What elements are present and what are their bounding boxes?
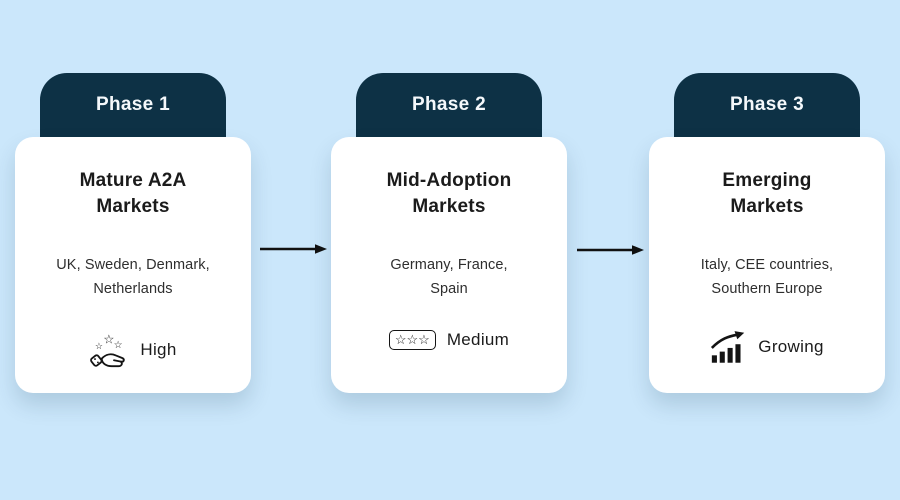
markets-line2: Southern Europe <box>711 281 823 297</box>
phase-tab-label: Phase 1 <box>96 94 170 115</box>
adoption-level-label: High <box>140 340 177 359</box>
svg-text:☆: ☆ <box>114 340 123 351</box>
markets-line1: UK, Sweden, Denmark, <box>56 257 210 273</box>
adoption-level-label: Medium <box>446 330 510 349</box>
card-title: Mid-Adoption Markets <box>331 168 567 220</box>
phase-card-1: Mature A2A Markets UK, Sweden, Denmark, … <box>15 137 251 393</box>
markets-list: Italy, CEE countries, Southern Europe <box>649 253 885 301</box>
adoption-row: ☆☆☆ Medium <box>331 330 567 350</box>
markets-list: UK, Sweden, Denmark, Netherlands <box>15 253 251 301</box>
phase-tab-label: Phase 2 <box>412 94 486 115</box>
card-title-line2: Markets <box>730 196 804 217</box>
markets-line1: Italy, CEE countries, <box>700 257 834 273</box>
three-stars-glyphs: ☆☆☆ <box>394 332 430 347</box>
svg-text:☆: ☆ <box>104 332 115 347</box>
markets-line2: Spain <box>430 281 468 297</box>
card-title-line1: Mid-Adoption <box>386 170 512 191</box>
adoption-row: Growing <box>649 330 885 364</box>
adoption-level-label: Growing <box>758 337 824 356</box>
card-title: Mature A2A Markets <box>15 168 251 220</box>
phase-card-2: Mid-Adoption Markets Germany, France, Sp… <box>331 137 567 393</box>
three-stars-icon: ☆☆☆ <box>388 330 436 350</box>
flow-arrow-icon <box>258 242 328 261</box>
phase-card-3: Emerging Markets Italy, CEE countries, S… <box>649 137 885 393</box>
markets-line2: Netherlands <box>93 281 173 297</box>
card-title-line1: Mature A2A <box>79 170 187 191</box>
flow-arrow-icon <box>575 243 645 262</box>
phase-tab-label: Phase 3 <box>730 94 804 115</box>
growth-chart-icon <box>711 331 745 363</box>
adoption-row: ☆ ☆ ☆ High <box>15 330 251 370</box>
card-title-line2: Markets <box>96 196 170 217</box>
markets-list: Germany, France, Spain <box>331 253 567 301</box>
hand-stars-icon: ☆ ☆ ☆ <box>90 332 126 368</box>
svg-text:☆: ☆ <box>95 341 103 351</box>
card-title: Emerging Markets <box>649 168 885 220</box>
markets-line1: Germany, France, <box>390 257 508 273</box>
card-title-line2: Markets <box>412 196 486 217</box>
card-title-line1: Emerging <box>722 170 812 191</box>
